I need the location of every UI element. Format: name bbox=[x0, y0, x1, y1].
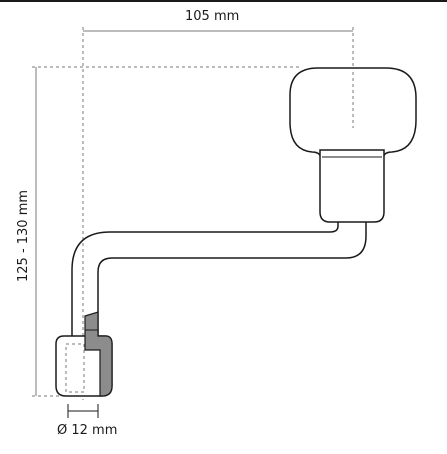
shaft-insert bbox=[84, 311, 113, 397]
crank-arm-outer bbox=[71, 222, 339, 336]
height-dimension bbox=[32, 66, 300, 397]
knob-neck bbox=[319, 149, 385, 223]
diameter-label: Ø 12 mm bbox=[57, 423, 118, 438]
shaft-bore-hidden bbox=[65, 343, 85, 393]
height-label: 125 - 130 mm bbox=[16, 189, 31, 282]
diameter-dimension bbox=[67, 404, 99, 418]
crank-arm-inner bbox=[97, 222, 367, 336]
width-label: 105 mm bbox=[185, 9, 240, 24]
